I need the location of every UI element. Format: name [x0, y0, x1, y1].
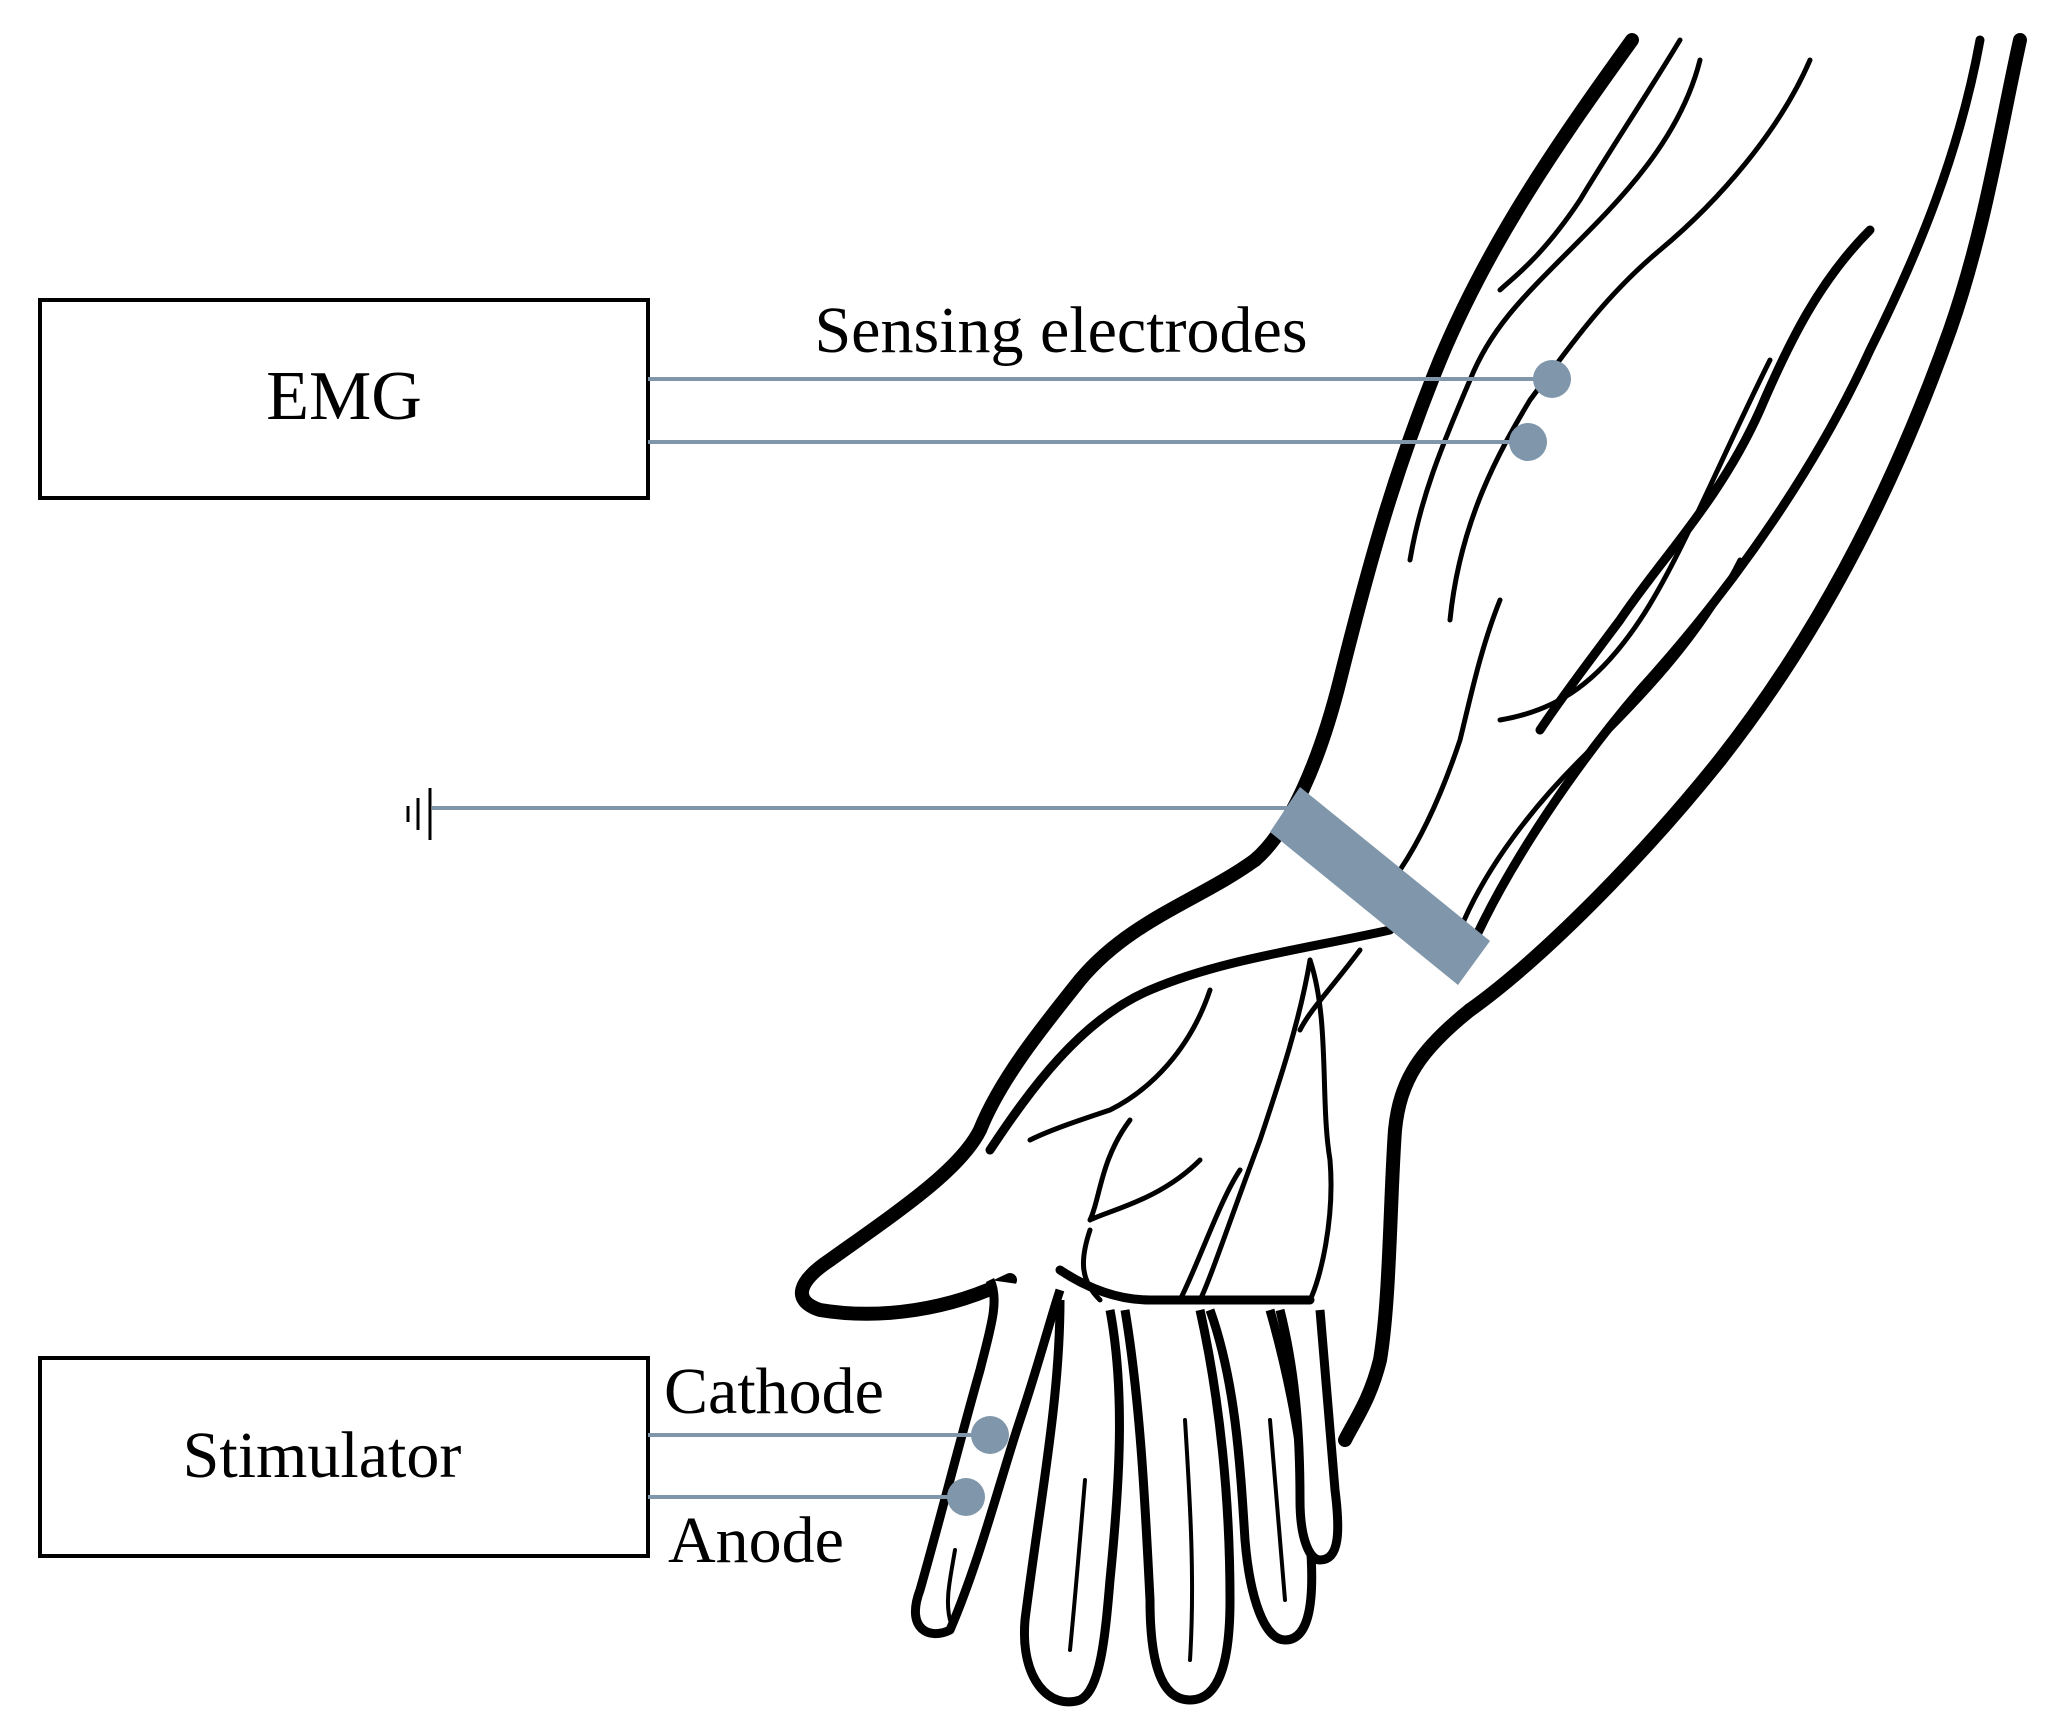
muscle-line-6	[1397, 597, 1503, 873]
palm-line-6	[1307, 957, 1334, 1303]
anode-electrode	[947, 1478, 985, 1516]
muscle-line-2	[1407, 57, 1703, 563]
sensing-electrode-2	[1509, 423, 1547, 461]
palm-line-8	[1177, 1167, 1243, 1303]
middle-finger-outline	[1120, 1309, 1235, 1705]
cathode-electrode	[971, 1416, 1009, 1454]
forearm-right-contour	[1463, 33, 2027, 1017]
ring-finger-line	[1268, 1418, 1287, 1602]
arm-illustration	[794, 33, 2027, 1707]
index-finger-outline	[1019, 1299, 1124, 1707]
forearm-left-contour	[1248, 33, 1639, 867]
muscle-line-7	[1457, 557, 1743, 933]
emg-label: EMG	[266, 358, 422, 435]
little-finger-outline	[1275, 1308, 1343, 1565]
hand-base-line	[1055, 1265, 1315, 1305]
ground-strap-electrode	[1270, 787, 1490, 985]
anode-label: Anode	[668, 1504, 844, 1577]
sensing-electrode-1	[1533, 360, 1571, 398]
wrist-left-contour	[794, 853, 1262, 1321]
muscle-line-4	[1535, 225, 1875, 735]
muscle-line-3	[1447, 57, 1813, 623]
muscle-line-5	[1497, 357, 1773, 723]
palm-line-7	[1297, 947, 1363, 1033]
muscle-line-1	[1497, 37, 1683, 293]
thumb-outline	[910, 1277, 1065, 1639]
palm-crease-1	[985, 925, 1395, 1155]
index-finger-line	[1068, 1478, 1087, 1652]
sensing-electrodes-label: Sensing electrodes	[814, 294, 1307, 367]
palm-crease-4	[1080, 1227, 1103, 1303]
cathode-label: Cathode	[664, 1355, 884, 1428]
hand-right-contour	[1338, 1003, 1477, 1447]
thumb-inner-line	[945, 1548, 957, 1622]
palm-crease-3	[1087, 1117, 1203, 1223]
middle-finger-line	[1183, 1418, 1195, 1662]
palm-line-5	[1197, 957, 1313, 1303]
palm-crease-2	[1027, 987, 1213, 1143]
emg-box	[38, 298, 650, 500]
forearm-right-inner	[1465, 35, 1985, 955]
ground-icon	[406, 788, 432, 840]
stimulator-label: Stimulator	[183, 1419, 462, 1492]
stimulator-box	[38, 1356, 650, 1558]
